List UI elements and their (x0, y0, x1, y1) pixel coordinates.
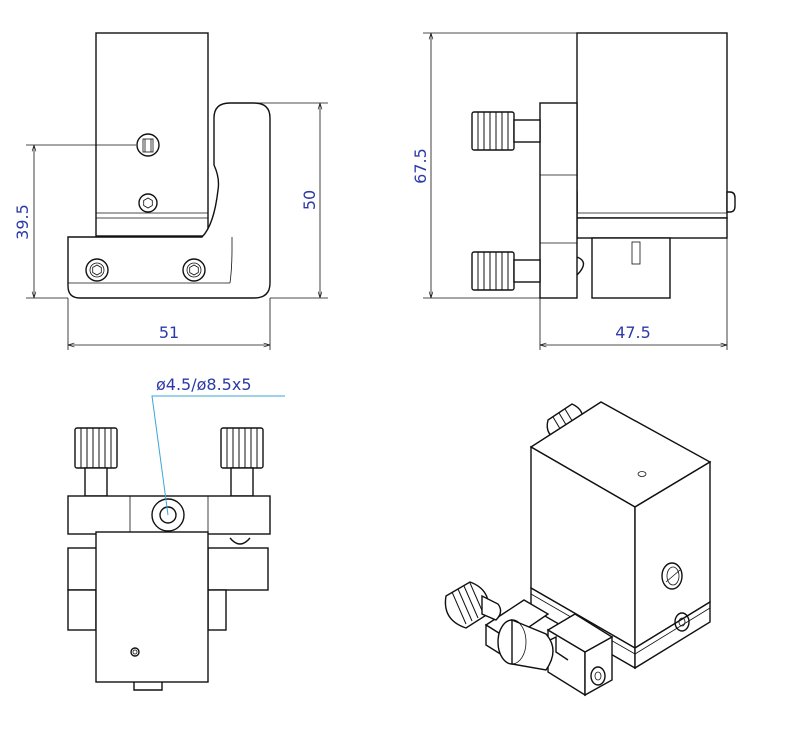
hex-screw-icon (674, 612, 690, 632)
top-view: ø4.5/ø8.5x5 (67, 375, 285, 691)
counterbore-hole-icon (661, 562, 683, 590)
knurled-knob-icon (74, 427, 118, 497)
dim-47-5: 47.5 (615, 323, 651, 342)
counterbore-hole-icon (151, 498, 185, 532)
dim-67-5: 67.5 (411, 148, 430, 184)
dim-39-5: 39.5 (13, 204, 32, 240)
hex-screw-icon (138, 193, 158, 213)
cylinder-icon (497, 618, 554, 671)
side-block (576, 32, 728, 219)
hex-screw-icon (590, 666, 606, 686)
top-block (95, 531, 209, 683)
side-bracket (539, 102, 578, 299)
hex-bolt-icon (85, 258, 109, 282)
dim-51: 51 (159, 323, 179, 342)
hex-bolt-icon (182, 258, 206, 282)
isometric-view (444, 401, 712, 697)
knurled-knob-icon (444, 581, 502, 629)
knurled-knob-icon (471, 111, 541, 151)
knurled-knob-icon (471, 251, 541, 291)
side-view: 67.5 47.5 (411, 32, 736, 350)
knurled-knob-icon (220, 427, 264, 497)
front-bracket (67, 102, 271, 299)
front-view: 39.5 50 51 (13, 32, 328, 350)
dim-50: 50 (300, 190, 319, 210)
slot-hole-icon (136, 133, 160, 157)
hole-callout: ø4.5/ø8.5x5 (156, 375, 252, 394)
